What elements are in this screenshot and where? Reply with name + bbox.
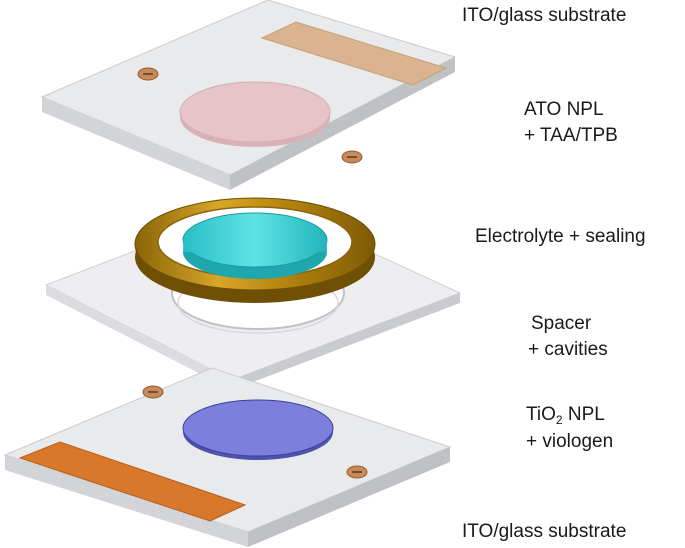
top-substrate — [42, 0, 455, 190]
label-tio2-suffix: NPL — [563, 404, 605, 425]
label-tio2-subscript: 2 — [556, 413, 563, 427]
label-ato-npl: ATO NPL — [524, 98, 604, 122]
ato-npl-disc — [180, 82, 330, 142]
screw-icon — [143, 386, 163, 398]
electrolyte-disc — [183, 213, 327, 279]
screw-icon — [138, 68, 158, 80]
label-spacer: Spacer — [531, 312, 591, 336]
tio2-npl-disc — [183, 400, 333, 456]
label-electrolyte: Electrolyte + sealing — [475, 225, 646, 249]
label-taa-tpb: + TAA/TPB — [524, 124, 618, 148]
label-viologen: + viologen — [526, 430, 613, 454]
screw-icon — [342, 151, 362, 163]
screw-icon — [347, 466, 367, 478]
label-bottom-substrate: ITO/glass substrate — [462, 520, 626, 544]
bottom-substrate — [5, 368, 450, 547]
label-top-substrate: ITO/glass substrate — [462, 4, 626, 28]
label-tio2-npl: TiO2 NPL — [526, 403, 605, 428]
label-cavities: + cavities — [528, 338, 608, 362]
label-tio2-prefix: TiO — [526, 404, 556, 425]
